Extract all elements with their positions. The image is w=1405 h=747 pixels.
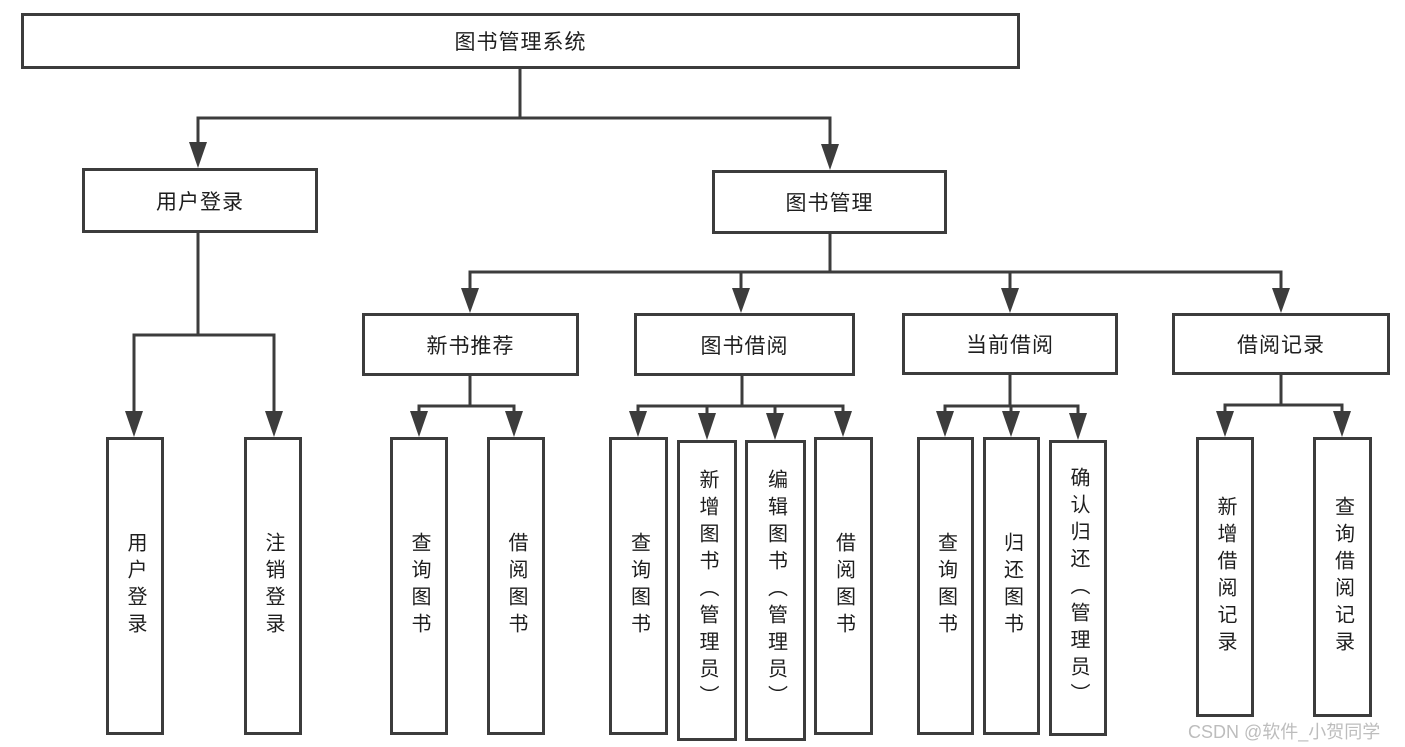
connector-borrowing-records-branch xyxy=(1216,375,1351,437)
node-current-borrowing: 当前借阅 xyxy=(902,313,1118,375)
connector-current-borrowing-branch xyxy=(936,375,1087,440)
leaf-query-books: 查询图书 xyxy=(390,437,448,735)
leaf-user-login: 用户登录 xyxy=(106,437,164,735)
leaf-add-books-admin: 新增图书（管理员） xyxy=(677,440,737,741)
connector-user-login-branch xyxy=(125,233,283,437)
node-book-borrowing: 图书借阅 xyxy=(634,313,855,376)
node-library-system: 图书管理系统 xyxy=(21,13,1020,69)
leaf-confirm-return-admin: 确认归还（管理员） xyxy=(1049,440,1107,736)
csdn-watermark: CSDN @软件_小贺同学 xyxy=(1188,722,1381,742)
leaf-query-books: 查询图书 xyxy=(917,437,974,735)
connector-book-management-branch xyxy=(461,234,1290,313)
node-new-book-recommend: 新书推荐 xyxy=(362,313,579,376)
leaf-borrow-books: 借阅图书 xyxy=(814,437,873,735)
leaf-query-borrow-record: 查询借阅记录 xyxy=(1313,437,1372,717)
leaf-query-books: 查询图书 xyxy=(609,437,668,735)
connector-new-book-branch xyxy=(410,376,523,437)
leaf-return-books: 归还图书 xyxy=(983,437,1040,735)
leaf-add-borrow-record: 新增借阅记录 xyxy=(1196,437,1254,717)
node-book-management: 图书管理 xyxy=(712,170,947,234)
connector-book-borrowing-branch xyxy=(629,376,852,440)
leaf-borrow-books: 借阅图书 xyxy=(487,437,545,735)
leaf-logout: 注销登录 xyxy=(244,437,302,735)
node-user-login: 用户登录 xyxy=(82,168,318,233)
leaf-edit-books-admin: 编辑图书（管理员） xyxy=(745,440,806,741)
node-borrowing-records: 借阅记录 xyxy=(1172,313,1390,375)
connector-root-to-level2 xyxy=(189,69,839,170)
